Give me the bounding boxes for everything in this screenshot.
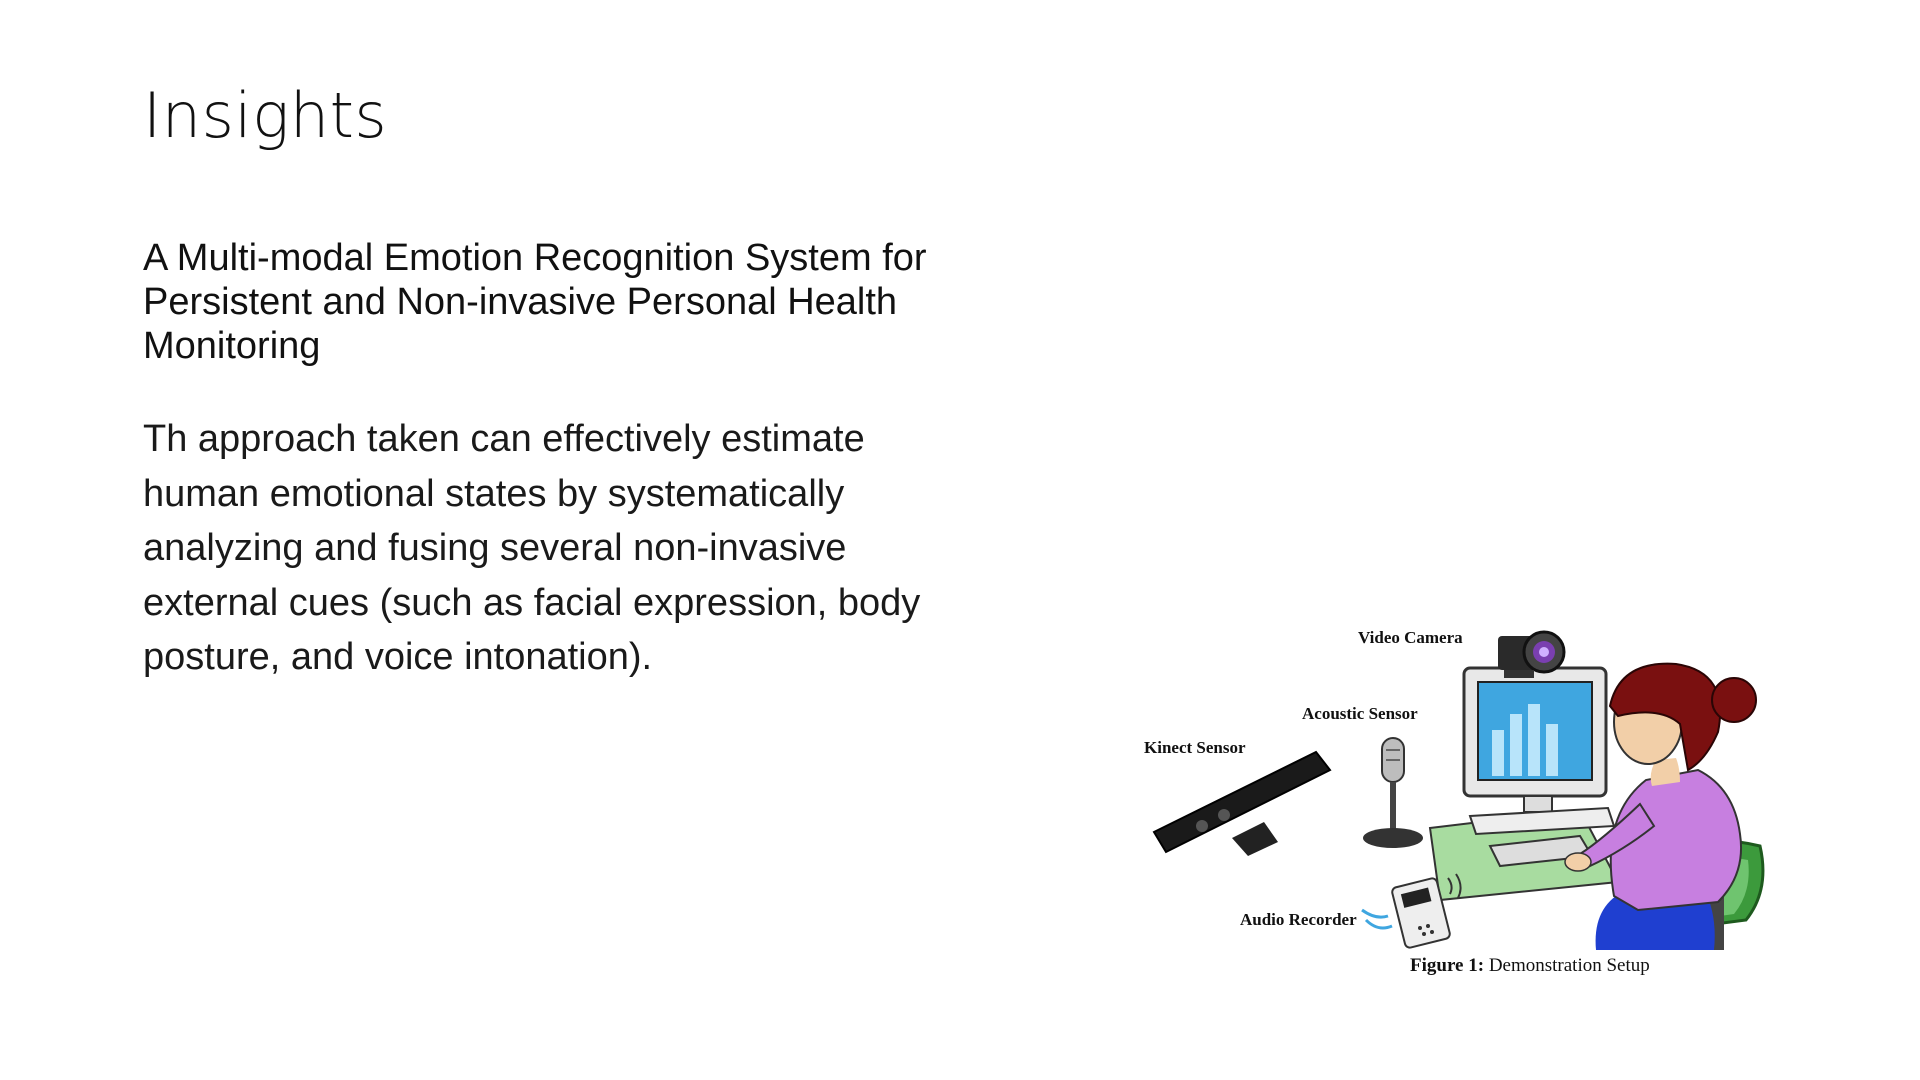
demonstration-figure: Video Camera Acoustic Sensor Kinect Sens…: [1140, 620, 1780, 992]
caption-text: Demonstration Setup: [1484, 955, 1650, 976]
monitor-icon: [1462, 666, 1616, 836]
caption-prefix: Figure 1:: [1410, 955, 1485, 976]
microphone-icon: [1363, 737, 1423, 848]
label-kinect-sensor: Kinect Sensor: [1144, 738, 1246, 757]
slide-title: Insights: [143, 79, 388, 152]
label-video-camera: Video Camera: [1358, 628, 1463, 647]
label-audio-recorder: Audio Recorder: [1240, 910, 1357, 929]
label-acoustic-sensor: Acoustic Sensor: [1302, 704, 1418, 723]
figure-caption: Figure 1: Demonstration Setup: [1410, 955, 1650, 977]
person-icon: [1564, 662, 1757, 950]
setup-illustration: [1152, 630, 1765, 950]
kinect-sensor-icon: [1152, 750, 1332, 856]
video-camera-icon: [1498, 630, 1566, 678]
body-paragraph: Th approach taken can effectively estima…: [143, 418, 921, 678]
paper-title: A Multi-modal Emotion Recognition System…: [143, 237, 927, 367]
audio-recorder-icon: [1361, 873, 1462, 949]
